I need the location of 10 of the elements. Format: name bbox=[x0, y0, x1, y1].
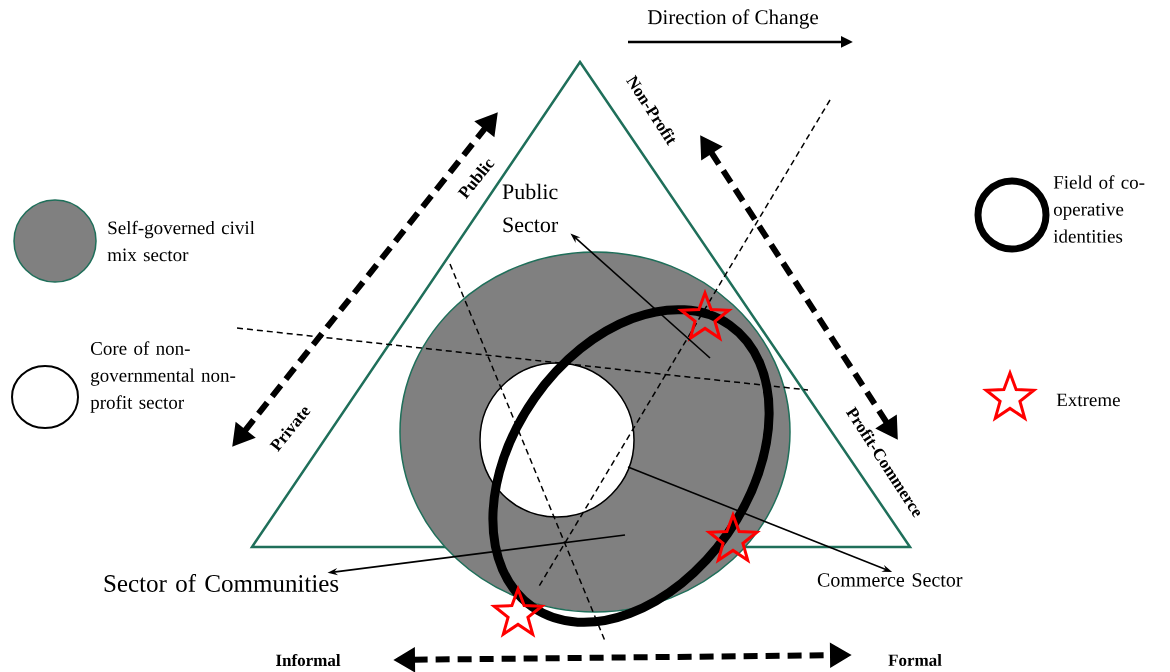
direction-label: Direction of Change bbox=[647, 9, 818, 29]
legend-text: Field of co-operative identities bbox=[1053, 175, 1145, 243]
sector-label: Commerce Sector bbox=[817, 573, 963, 587]
axis-label: Informal bbox=[276, 653, 341, 667]
axis-label: Formal bbox=[888, 654, 942, 666]
sector-label: Sector of Communities bbox=[104, 574, 339, 592]
legend-text: Extreme bbox=[1056, 393, 1120, 407]
legend-text: Self-governed civil mix sector bbox=[107, 220, 255, 262]
sector-label: Public Sector bbox=[502, 183, 559, 233]
legend-text: Core of non-governmental non-profit sector bbox=[90, 341, 236, 413]
